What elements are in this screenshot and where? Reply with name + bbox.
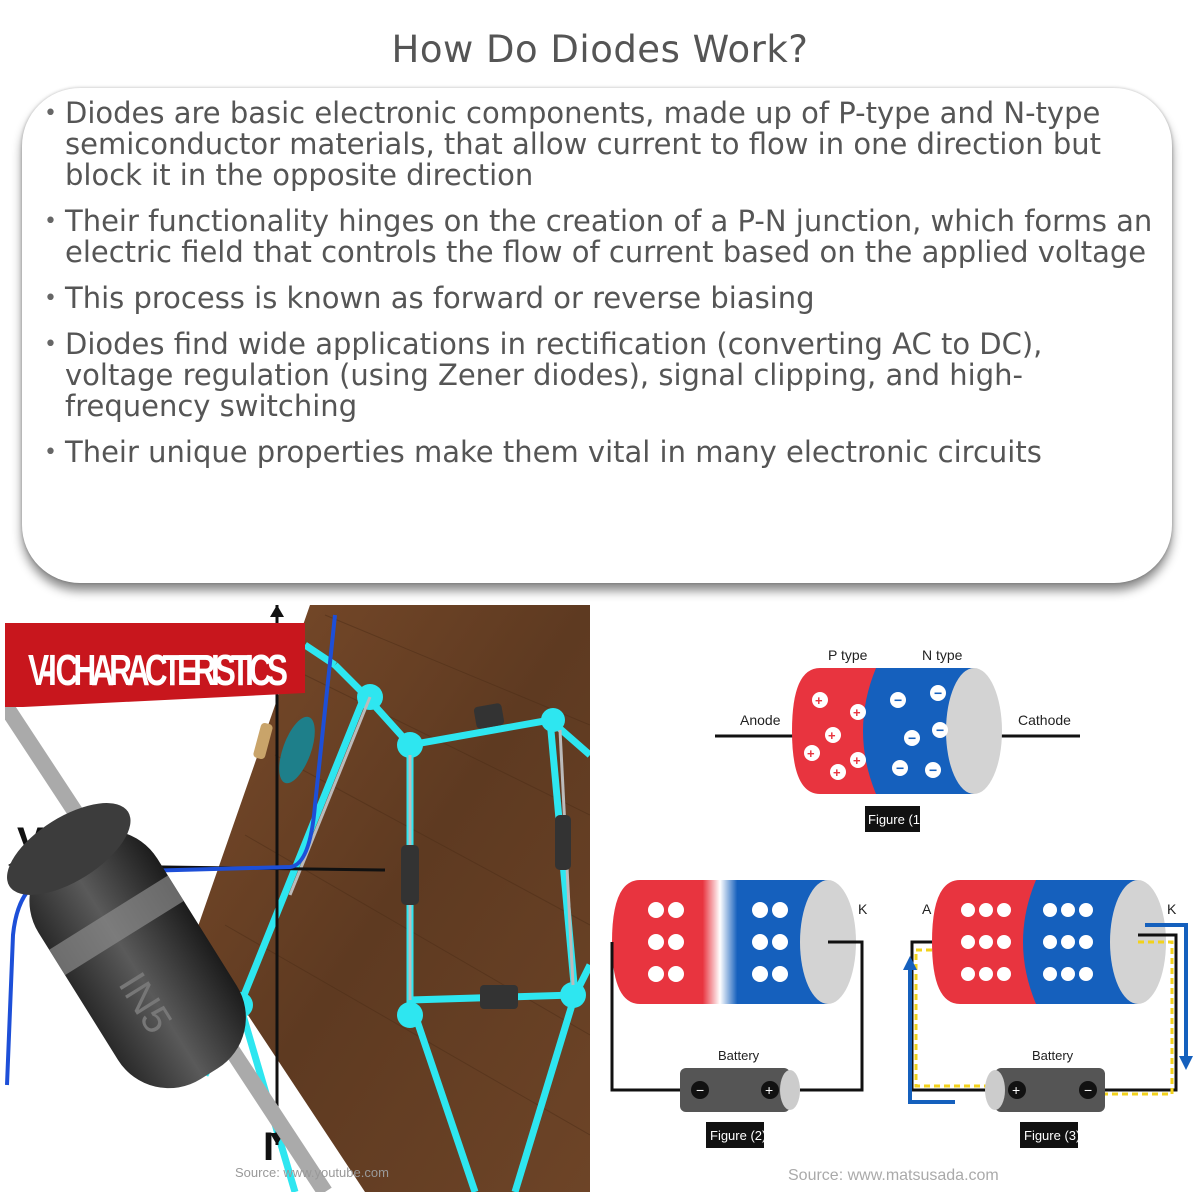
n-type-label: N type: [922, 647, 963, 663]
figure2-label: Figure (2): [710, 1128, 766, 1143]
page-title: How Do Diodes Work?: [391, 28, 809, 71]
anode-label: Anode: [740, 712, 781, 728]
fig2-k-label: K: [858, 901, 868, 917]
fig1-holes: [804, 692, 866, 780]
svg-text:+: +: [815, 693, 823, 708]
fig2-charges: [648, 902, 788, 982]
fig2-diode-body: [612, 880, 828, 1004]
cathode-label: Cathode: [1018, 712, 1071, 728]
vi-characteristics-image: V I IN5 V-I CHARACTERISTICS Source: www.…: [5, 605, 590, 1192]
pn-junction-image: P type N type Anode Cathode +++ +++ −−− …: [600, 620, 1200, 1190]
fig3-battery-label: Battery: [1032, 1048, 1074, 1063]
svg-text:−: −: [936, 722, 944, 738]
banner: [5, 623, 305, 707]
bullet-item: Diodes find wide applications in rectifi…: [44, 329, 1154, 422]
fig3-a-label: A: [922, 901, 932, 917]
svg-text:−: −: [908, 730, 916, 746]
figure3-label: Figure (3): [1024, 1128, 1080, 1143]
svg-text:+: +: [853, 753, 861, 768]
svg-text:+: +: [828, 728, 836, 743]
figure1-label: Figure (1): [868, 812, 924, 827]
bullet-item: Their functionality hinges on the creati…: [44, 206, 1154, 268]
right-source: Source: www.matsusada.com: [788, 1167, 999, 1184]
bullet-item: Their unique properties make them vital …: [44, 437, 1154, 469]
board-diodes: [288, 696, 575, 1009]
resistor: [253, 722, 273, 760]
svg-text:+: +: [853, 705, 861, 720]
bullet-list: Diodes are basic electronic components, …: [44, 98, 1154, 483]
fig1-electrons: [890, 685, 948, 778]
axis-i-label: I: [263, 1125, 274, 1169]
fig2-battery: [680, 1068, 790, 1112]
svg-text:−: −: [1084, 1082, 1092, 1098]
capacitor: [279, 716, 315, 784]
fig3-charges: [961, 903, 1093, 981]
left-source: Source: www.youtube.com: [235, 1165, 389, 1180]
svg-text:−: −: [696, 1082, 704, 1098]
svg-text:+: +: [765, 1082, 773, 1098]
svg-text:−: −: [894, 692, 902, 708]
svg-text:−: −: [896, 760, 904, 776]
fig2-battery-label: Battery: [718, 1048, 760, 1063]
fig3-battery: [995, 1068, 1105, 1112]
svg-text:−: −: [934, 685, 942, 701]
svg-text:+: +: [807, 746, 815, 761]
svg-text:−: −: [929, 762, 937, 778]
fig3-k-label: K: [1167, 901, 1177, 917]
p-type-label: P type: [828, 647, 868, 663]
banner-text: V-I CHARACTERISTICS: [28, 646, 287, 695]
bullet-item: Diodes are basic electronic components, …: [44, 98, 1154, 191]
bullet-item: This process is known as forward or reve…: [44, 283, 1154, 315]
svg-text:+: +: [1012, 1082, 1020, 1098]
large-diode: IN5: [7, 803, 246, 1089]
svg-text:+: +: [833, 765, 841, 780]
